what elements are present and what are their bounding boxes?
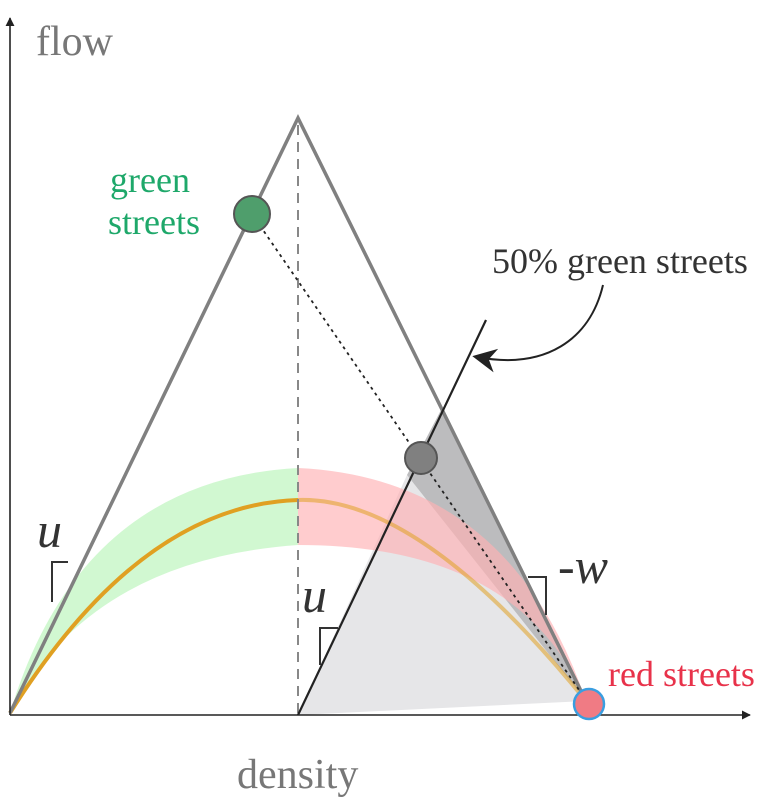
flow-density-curve [8, 498, 299, 715]
flow-density-curve-faded [297, 497, 588, 703]
slope-marker-w [528, 576, 547, 615]
red-band [298, 468, 586, 701]
slope-label-u-right: u [302, 567, 327, 623]
green-band [10, 468, 298, 713]
curved-arrow [472, 284, 604, 373]
slope-marker-left-u [51, 561, 68, 602]
slope-label-w: -w [558, 538, 608, 594]
green-streets-label-line1: green [110, 160, 190, 200]
green-streets-label-line2: streets [108, 202, 200, 242]
red-streets-point [572, 687, 606, 721]
y-axis-label: flow [36, 19, 114, 65]
mixed-branch-line [297, 319, 487, 716]
slope-marker-right-u [319, 627, 338, 665]
mixed-point [404, 441, 438, 475]
x-axis-label: density [237, 752, 358, 798]
green-streets-point [233, 195, 271, 233]
triangle-outline [8, 114, 588, 714]
light-shaded-region [298, 475, 586, 715]
red-streets-label: red streets [608, 654, 755, 694]
slope-label-u-left: u [37, 502, 62, 558]
mixed-label: 50% green streets [492, 241, 748, 281]
